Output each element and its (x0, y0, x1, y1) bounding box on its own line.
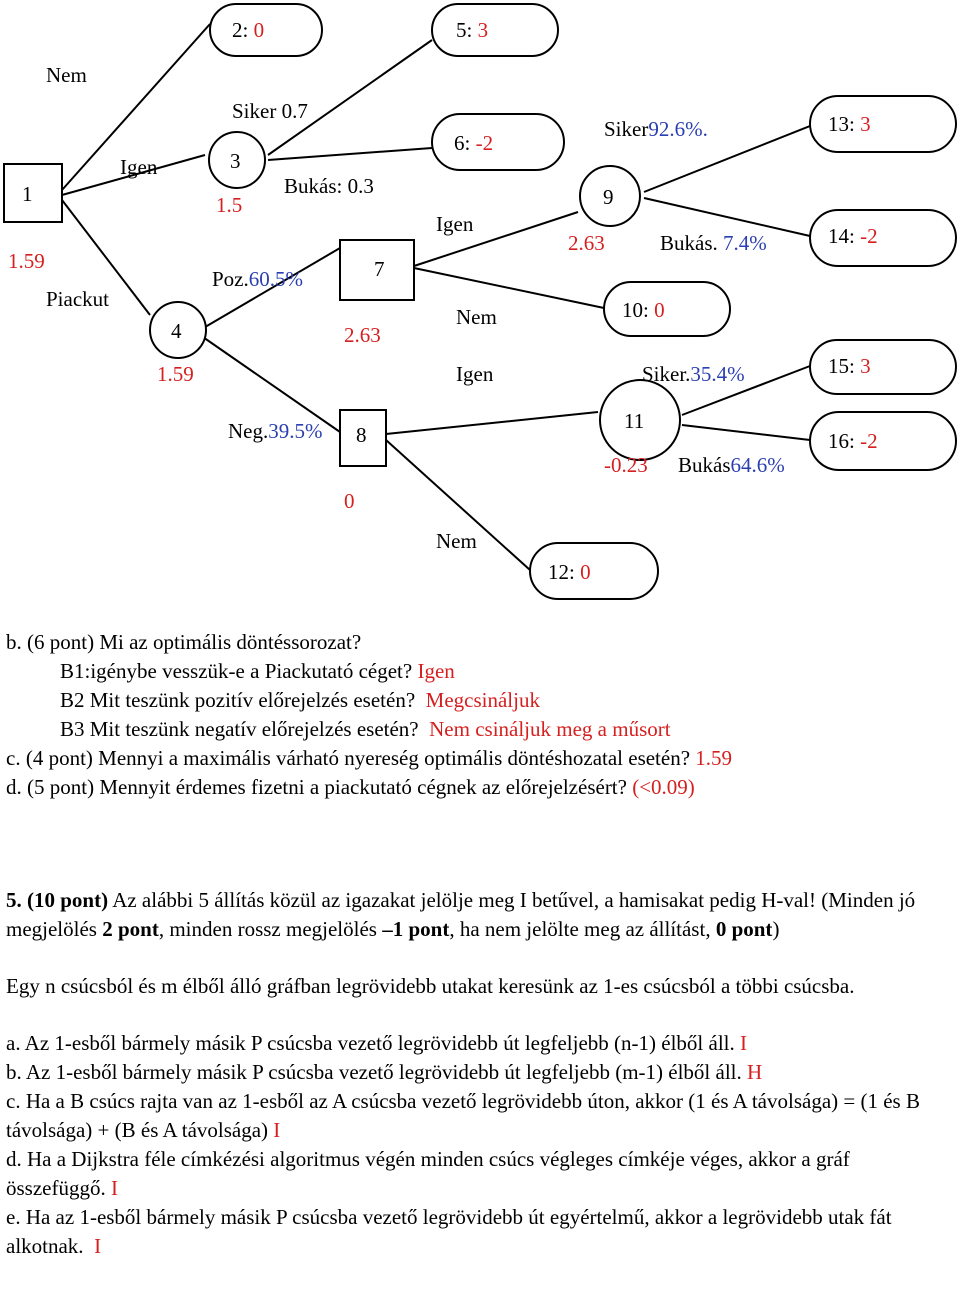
edge-label-neg: Neg.39.5% (228, 419, 323, 443)
answer-b3: Nem csináljuk meg a műsort (429, 717, 671, 741)
question-b3: B3 Mit teszünk negatív előrejelzés eseté… (60, 717, 671, 741)
questions-section: b. (6 pont) Mi az optimális döntéssoroza… (6, 628, 954, 1261)
node-9-value: 2.63 (568, 231, 605, 255)
node-11-id: 11 (624, 409, 644, 433)
node-3-id: 3 (230, 149, 241, 173)
edge-label-nem-7: Nem (456, 305, 497, 329)
node-8-id: 8 (356, 423, 367, 447)
node-1-value: 1.59 (8, 249, 45, 273)
edge-8-12 (385, 439, 531, 571)
edge-1-4 (61, 199, 151, 316)
statement-d-answer: I (110, 1176, 118, 1200)
node-3-value: 1.5 (216, 193, 242, 217)
edge-4-8 (199, 334, 341, 433)
edge-11-15 (681, 365, 811, 416)
task5-context: Egy n csúcsból és m élből álló gráfban l… (6, 974, 855, 998)
edge-11-16 (681, 424, 811, 441)
chance-node-3 (208, 131, 266, 189)
terminal-node-2 (209, 3, 323, 57)
terminal-node-10 (603, 281, 731, 337)
question-d: d. (5 pont) Mennyit érdemes fizetni a pi… (6, 775, 695, 799)
node-6-label: 6: -2 (454, 131, 493, 155)
decision-node-7 (339, 239, 415, 301)
decision-node-8 (339, 409, 387, 467)
edge-7-9 (413, 211, 579, 267)
node-2-label: 2: 0 (232, 18, 264, 42)
terminal-node-12 (529, 542, 659, 600)
edge-3-6 (267, 147, 433, 161)
edge-label-igen-7: Igen (436, 212, 474, 236)
edge-label-bukas-11: Bukás64.6% (678, 453, 785, 477)
chance-node-11 (599, 379, 681, 461)
node-12-label: 12: 0 (548, 560, 591, 584)
node-13-label: 13: 3 (828, 112, 871, 136)
question-c: c. (4 pont) Mennyi a maximális várható n… (6, 746, 733, 770)
node-5-label: 5: 3 (456, 18, 488, 42)
edge-label-bukas-9: Bukás. 7.4% (660, 231, 767, 255)
terminal-node-15 (809, 339, 957, 395)
edge-7-10 (413, 267, 605, 309)
node-7-value: 2.63 (344, 323, 381, 347)
edge-label-igen-8: Igen (456, 362, 494, 386)
node-14-label: 14: -2 (828, 224, 878, 248)
node-11-value: -0.23 (604, 453, 648, 477)
chance-node-4 (149, 301, 207, 359)
terminal-node-16 (809, 411, 957, 471)
edge-8-11 (385, 411, 599, 435)
statement-e-answer: I (94, 1234, 102, 1258)
question-b1: B1:igénybe vesszük-e a Piackutató céget?… (60, 659, 455, 683)
statement-c: c. Ha a B csúcs rajta van az 1-esből az … (6, 1089, 920, 1142)
task5-intro: 5. (10 pont) Az alábbi 5 állítás közül a… (6, 888, 916, 941)
node-4-id: 4 (171, 319, 182, 343)
node-16-label: 16: -2 (828, 429, 878, 453)
node-1-id: 1 (22, 182, 33, 206)
edge-label-poz: Poz.60.5% (212, 267, 303, 291)
edge-label-siker-3: Siker 0.7 (232, 99, 308, 123)
edge-label-nem-top: Nem (46, 63, 87, 87)
decision-node-1 (3, 163, 63, 223)
terminal-node-5 (431, 3, 559, 57)
edge-label-igen-top: Igen (120, 155, 158, 179)
edge-9-13 (643, 125, 811, 193)
terminal-node-13 (809, 95, 957, 153)
node-7-id: 7 (374, 257, 385, 281)
answer-d: (<0.09) (632, 775, 695, 799)
edge-label-nem-8: Nem (436, 529, 477, 553)
statement-b: b. Az 1-esből bármely másik P csúcsba ve… (6, 1060, 763, 1084)
answer-c: 1.59 (695, 746, 733, 770)
decision-tree: 1 1.59 2: 0 3 1.5 4 1.59 5: 3 6: -2 7 2.… (3, 3, 957, 600)
terminal-node-6 (431, 113, 565, 171)
edge-label-siker-11: Siker.35.4% (642, 362, 745, 386)
edge-3-5 (267, 39, 433, 156)
statement-b-answer: H (747, 1060, 763, 1084)
edge-1-2 (61, 23, 211, 191)
node-15-label: 15: 3 (828, 354, 871, 378)
edge-4-7 (199, 247, 341, 331)
node-10-label: 10: 0 (622, 298, 665, 322)
node-4-value: 1.59 (157, 362, 194, 386)
edge-label-bukas-3: Bukás: 0.3 (284, 174, 374, 198)
statement-c-answer: I (273, 1118, 281, 1142)
edge-label-siker-9: Siker92.6%. (604, 117, 708, 141)
answer-b2: Megcsináljuk (425, 688, 540, 712)
question-b2: B2 Mit teszünk pozitív előrejelzés eseté… (60, 688, 540, 712)
node-9-id: 9 (603, 185, 614, 209)
chance-node-9 (579, 165, 641, 227)
terminal-node-14 (809, 209, 957, 267)
statement-a: a. Az 1-esből bármely másik P csúcsba ve… (6, 1031, 747, 1055)
answer-b1: Igen (417, 659, 455, 683)
edge-9-14 (643, 197, 811, 237)
node-8-value: 0 (344, 489, 355, 513)
edge-1-3 (61, 154, 206, 196)
edge-label-piackut: Piackut (46, 287, 109, 311)
statement-a-answer: I (740, 1031, 747, 1055)
statement-d: d. Ha a Dijkstra féle címkézési algoritm… (6, 1147, 850, 1200)
question-b: b. (6 pont) Mi az optimális döntéssoroza… (6, 630, 362, 654)
statement-e: e. Ha az 1-esből bármely másik P csúcsba… (6, 1205, 892, 1258)
